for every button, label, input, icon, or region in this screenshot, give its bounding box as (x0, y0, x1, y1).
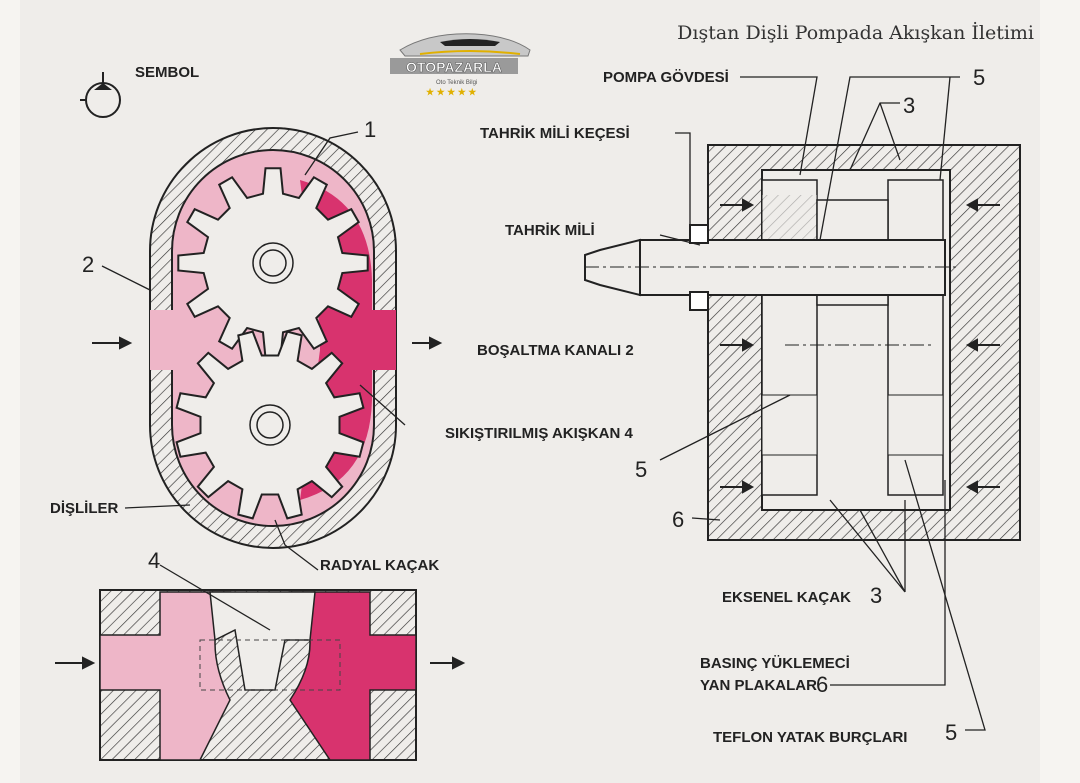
label-plates-line1: BASINÇ YÜKLEMECİ (700, 655, 850, 672)
lower-gear-hub (249, 404, 291, 446)
label-teflon-bushings: TEFLON YATAK BURÇLARI (713, 729, 907, 746)
upper-gear-hub (259, 249, 287, 277)
label-5-bottom: 5 (945, 720, 957, 745)
diagram-title: Dıştan Dişli Pompada Akışkan İletimi (677, 22, 1034, 44)
label-axial-leak: EKSENEL KAÇAK (722, 589, 851, 606)
pump-cross-section (584, 144, 1021, 541)
label-pump-body: POMPA GÖVDESİ (603, 69, 729, 86)
lower-gear (175, 330, 365, 520)
pump-symbol-icon (80, 72, 121, 118)
label-5-top: 5 (973, 65, 985, 90)
label-outlet: BOŞALTMA KANALI 2 (477, 342, 634, 359)
leader-lines (101, 131, 406, 631)
label-3-top: 3 (903, 93, 915, 118)
label-1: 1 (364, 117, 376, 142)
right-leader-lines (659, 76, 986, 731)
label-6-bottom: 6 (816, 672, 828, 697)
label-radial-leak: RADYAL KAÇAK (320, 557, 439, 574)
label-plates-line2: YAN PLAKALAR (700, 677, 817, 694)
logo-text: OTOPAZARLA (406, 59, 502, 75)
flow-arrows (55, 336, 466, 670)
label-3-bottom: 3 (870, 583, 882, 608)
logo-stars: ★ ★ ★ ★ ★ (426, 87, 477, 97)
upper-gear (177, 167, 369, 359)
lower-gear-hub (256, 411, 284, 439)
site-logo: OTOPAZARLA Oto Teknik Bilgi ★ ★ ★ ★ ★ (390, 33, 531, 97)
label-symbol: SEMBOL (135, 64, 199, 81)
label-gears: DİŞLİLER (50, 500, 119, 517)
label-2: 2 (82, 252, 94, 277)
label-4: 4 (148, 548, 160, 573)
upper-gear-hub (252, 242, 294, 284)
label-6: 6 (672, 507, 684, 532)
pressure-arrows (720, 198, 1000, 494)
label-shaft-seal: TAHRİK MİLİ KEÇESİ (480, 125, 630, 142)
logo-tagline: Oto Teknik Bilgi (436, 80, 477, 86)
label-drive-shaft: TAHRİK MİLİ (505, 222, 595, 239)
label-5-mid: 5 (635, 457, 647, 482)
label-compressed-fluid: SIKIŞTIRILMIŞ AKIŞKAN 4 (445, 425, 633, 442)
gears (175, 167, 369, 520)
gear-mesh-section (99, 589, 417, 761)
